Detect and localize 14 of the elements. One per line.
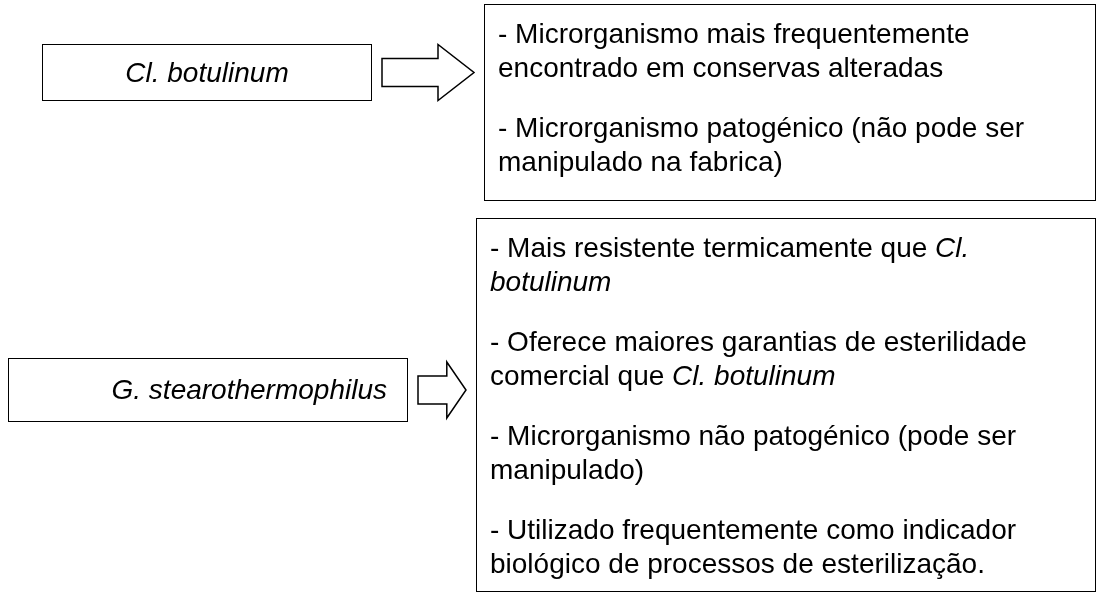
- block-arrow: [381, 42, 476, 103]
- description-text: - Utilizado frequentemente como indicador biológico de processos de esterilização.: [490, 513, 1018, 580]
- organism-name: Cl. botulinum: [125, 56, 289, 89]
- description-box: [476, 218, 1096, 592]
- organism-box: [8, 358, 408, 422]
- description-text: - Oferece maiores garantias de esterilidade comercial que Cl. botulinum: [490, 325, 1028, 392]
- block-arrow: [417, 359, 467, 421]
- description-text: - Microrganismo patogénico (não pode ser manipulado na fabrica): [498, 111, 1026, 178]
- description-text: - Microrganismo mais frequentemente encontrado em conservas alteradas: [498, 17, 971, 84]
- organism-box: [42, 44, 372, 101]
- organism-name: G. stearothermophilus: [111, 374, 387, 406]
- description-box: [484, 4, 1096, 201]
- description-text: - Mais resistente termicamente que Cl. botulinum: [490, 231, 971, 298]
- description-text: - Microrganismo não patogénico (pode ser manipulado): [490, 419, 1018, 486]
